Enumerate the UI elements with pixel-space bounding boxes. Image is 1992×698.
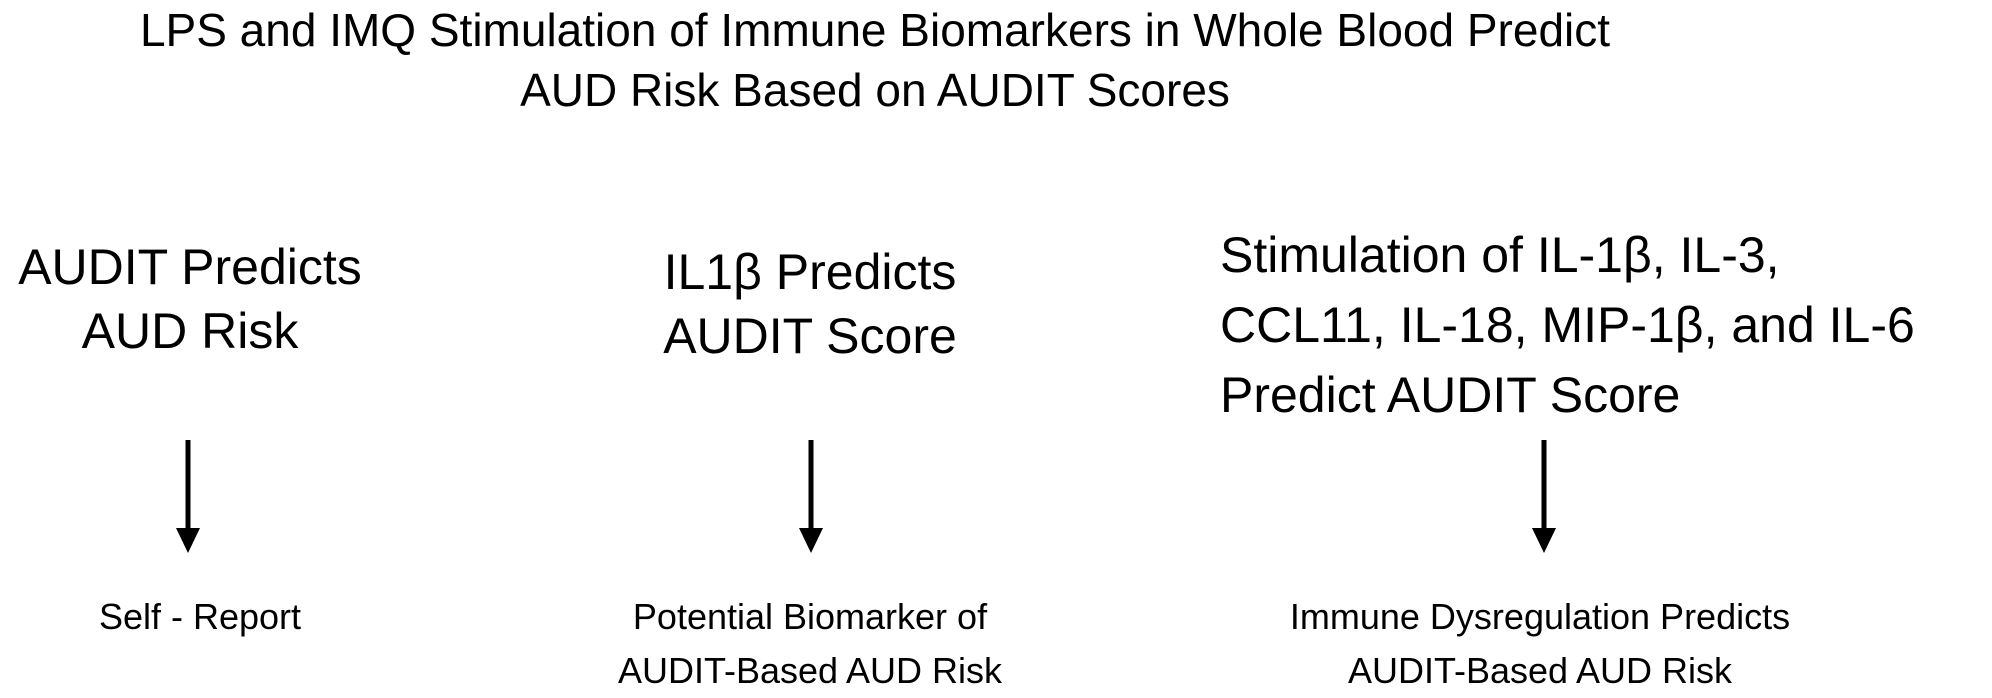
column-3-heading-line-2: CCL11, IL-18, MIP-1β, and IL-6 (1220, 297, 1915, 353)
column-3-footer-line-2: AUDIT-Based AUD Risk (1347, 650, 1733, 691)
down-arrow-icon (799, 440, 823, 553)
down-arrow-icon (176, 440, 200, 553)
column-2-footer-line-1: Potential Biomarker of (632, 596, 988, 637)
column-3-heading: Stimulation of IL-1β, IL-3, CCL11, IL-18… (1220, 220, 1992, 430)
column-3-heading-line-1: Stimulation of IL-1β, IL-3, (1220, 227, 1780, 283)
column-1-heading-line-1: AUDIT Predicts (18, 239, 362, 295)
column-2-heading-line-1: IL1β Predicts (663, 244, 957, 300)
column-2-footer-line-2: AUDIT-Based AUD Risk (617, 650, 1003, 691)
column-3-heading-line-3: Predict AUDIT Score (1220, 367, 1681, 423)
column-2-footer: Potential Biomarker of AUDIT-Based AUD R… (540, 590, 1080, 698)
column-1-footer-line-1: Self - Report (98, 596, 302, 637)
title-line-2: AUD Risk Based on AUDIT Scores (520, 64, 1230, 116)
column-3-footer: Immune Dysregulation Predicts AUDIT-Base… (1220, 590, 1860, 698)
column-1-heading: AUDIT Predicts AUD Risk (0, 235, 380, 363)
page-title: LPS and IMQ Stimulation of Immune Biomar… (0, 0, 1750, 120)
column-3-footer-line-1: Immune Dysregulation Predicts (1289, 596, 1791, 637)
column-1-heading-line-2: AUD Risk (81, 303, 299, 359)
column-2-heading-line-2: AUDIT Score (663, 308, 957, 364)
down-arrow-icon (1532, 440, 1556, 553)
column-2-heading: IL1β Predicts AUDIT Score (610, 240, 1010, 368)
column-1-footer: Self - Report (0, 590, 400, 644)
title-line-1: LPS and IMQ Stimulation of Immune Biomar… (139, 4, 1611, 56)
